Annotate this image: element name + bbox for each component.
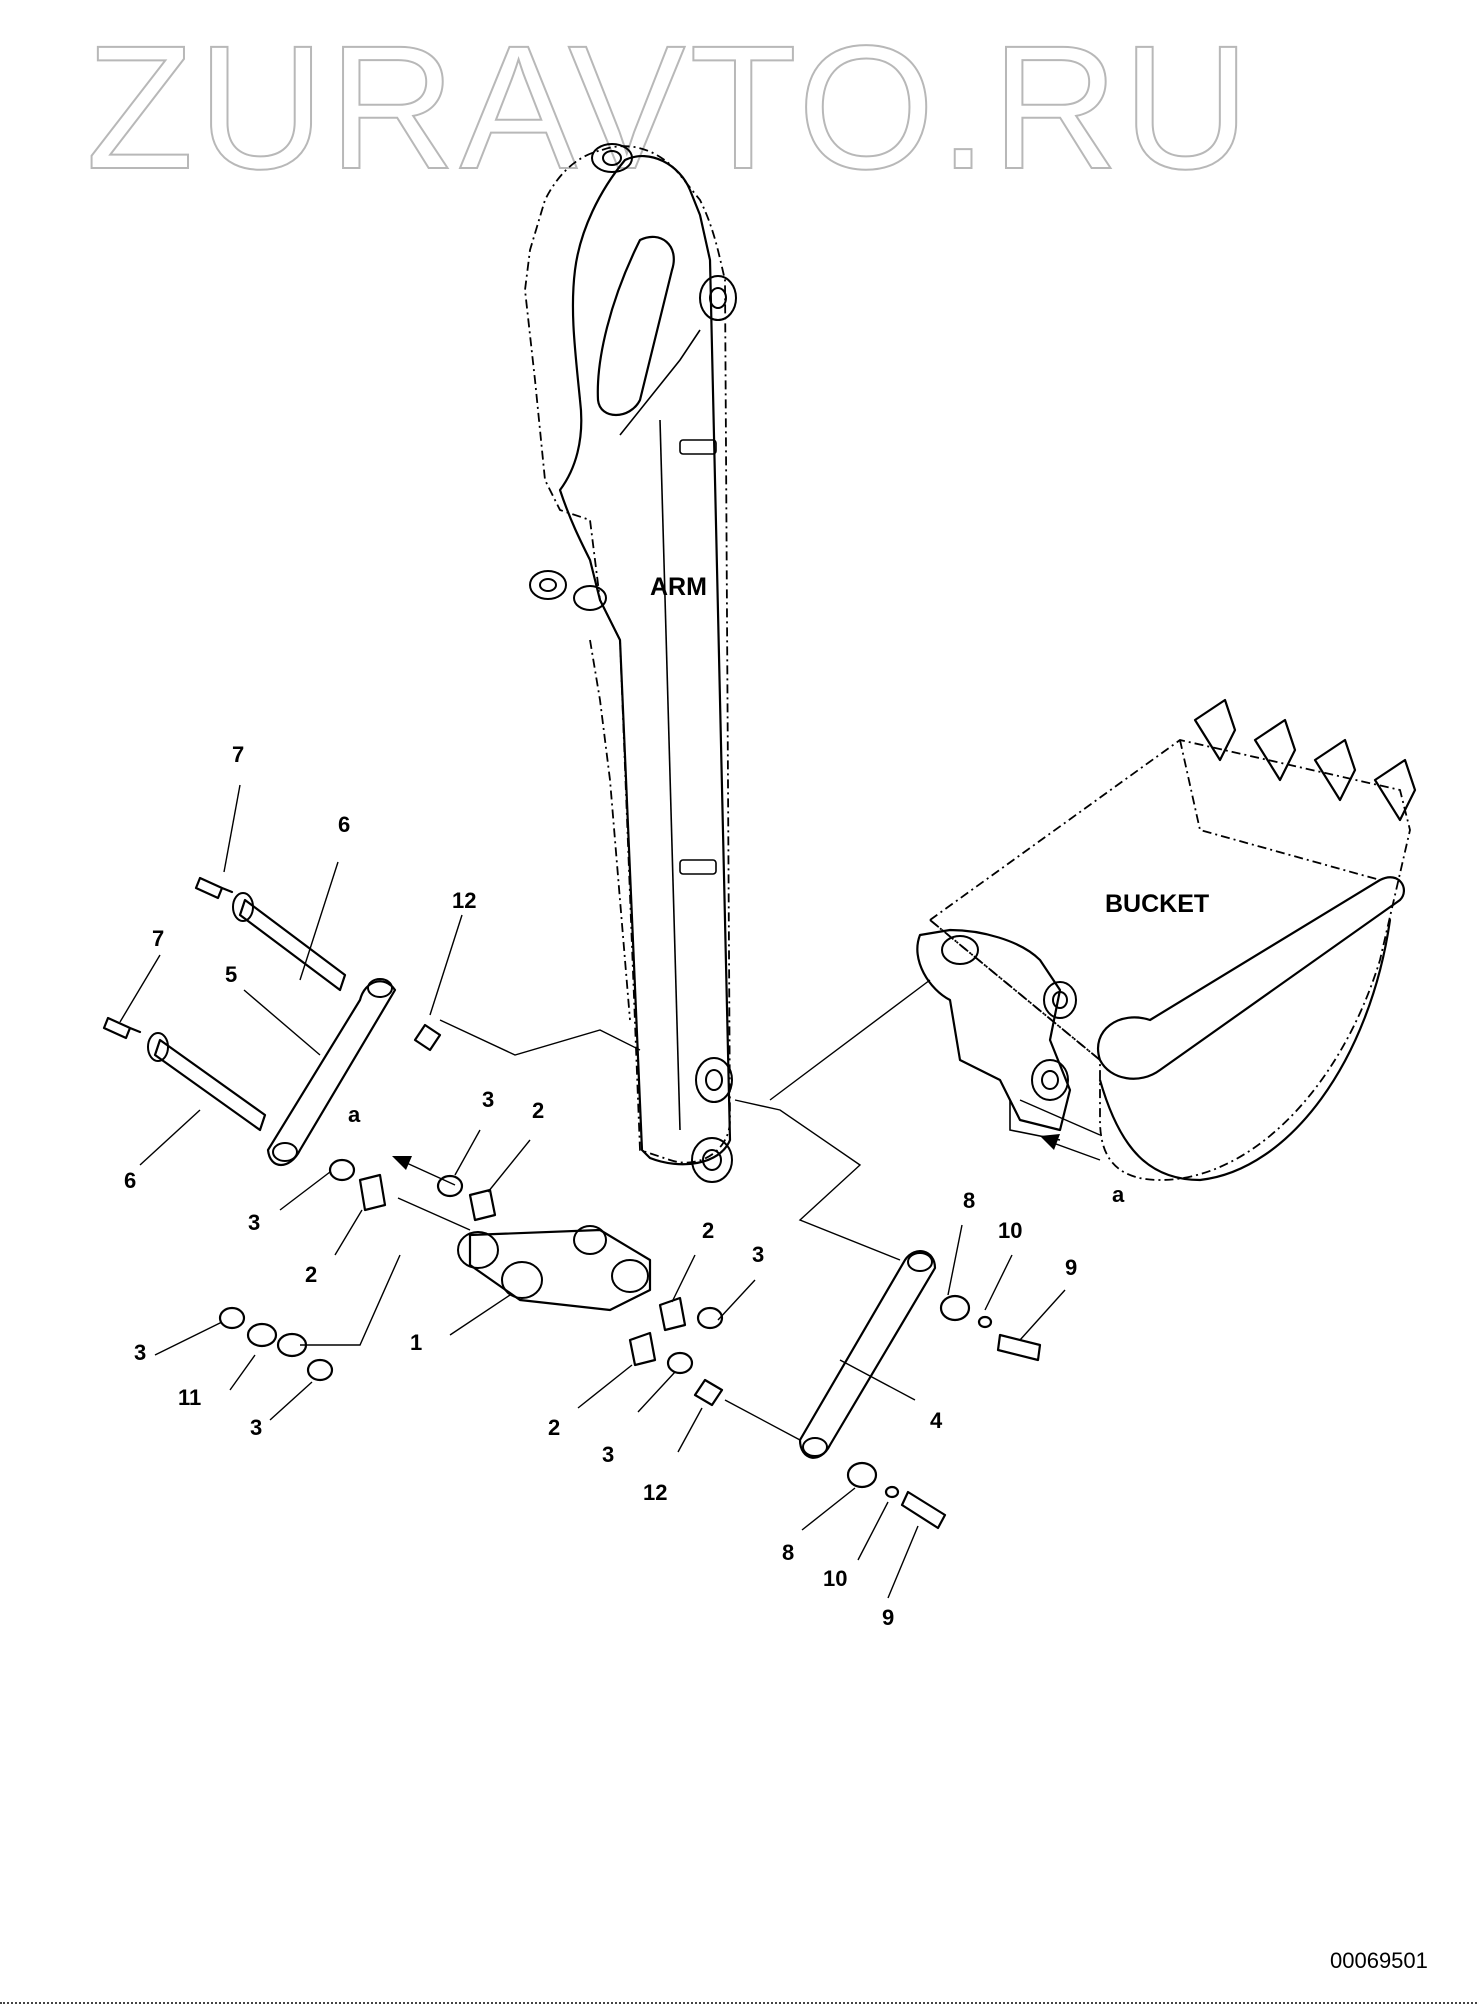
link-part-4 [798,1250,937,1459]
view-arrow-left [399,1159,456,1186]
callout-12: 2 [702,1218,714,1243]
document-number: 00069501 [1330,1948,1428,1973]
callout-10: 2 [305,1262,317,1287]
callout-6: 3 [482,1087,494,1112]
callout-14: 3 [134,1340,146,1365]
callout-18: 3 [602,1442,614,1467]
callout-3: 7 [152,926,164,951]
callout-22: 9 [1065,1255,1077,1280]
link-part-1 [457,1225,652,1312]
link-part-5 [266,980,397,1167]
page-bottom-rule [0,2002,1477,2004]
bucket-label: BUCKET [1105,890,1209,918]
callout-7: 2 [532,1098,544,1123]
watermark: ZURAVTO.RU [86,10,1254,206]
pin-part-6-upper [238,898,347,992]
callout-13: 3 [752,1242,764,1267]
callout-20: 8 [963,1188,975,1213]
grease-fitting-7-lower [102,1016,142,1040]
callout-1: 6 [338,812,350,837]
callout-9: 3 [248,1210,260,1235]
callout-24: 8 [782,1540,794,1565]
leader-lines [119,784,1066,1599]
callout-19: 12 [643,1480,667,1505]
callout-numbers: 7 6 12 7 5 6 3 2 a 3 2 1 2 3 3 11 3 2 3 … [124,742,1125,1630]
callout-23: 4 [930,1408,943,1433]
pin-part-6-lower [153,1038,267,1132]
callout-5: 6 [124,1168,136,1193]
callout-0: 7 [232,742,244,767]
callout-25: 10 [823,1566,847,1591]
callout-27: a [1112,1182,1125,1207]
bucket-drawing [916,698,1417,1182]
callout-11: 1 [410,1330,422,1355]
assembly-lines [300,979,1101,1441]
small-parts [218,1023,1042,1530]
callout-17: 2 [548,1415,560,1440]
arm-drawing [524,143,737,1183]
callout-21: 10 [998,1218,1022,1243]
arm-label: ARM [650,573,707,601]
callout-4: 5 [225,962,237,987]
callout-8: a [348,1102,361,1127]
callout-2: 12 [452,888,476,913]
callout-16: 3 [250,1415,262,1440]
callout-15: 11 [178,1385,201,1410]
callout-26: 9 [882,1605,894,1630]
grease-fitting-7-upper [194,876,234,900]
